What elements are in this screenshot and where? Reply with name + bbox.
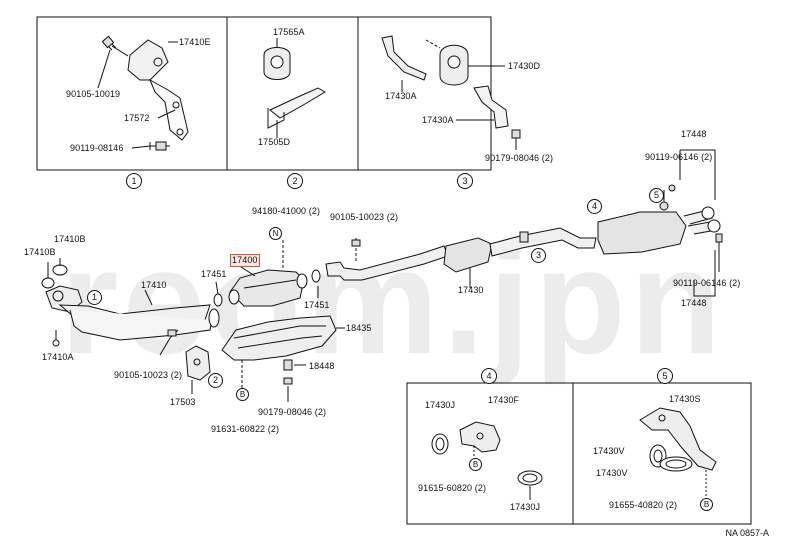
part-18435[interactable]: 18435	[346, 323, 372, 333]
part-17430J-upper[interactable]: 17430J	[425, 400, 456, 410]
top-inset-frame	[36, 16, 492, 171]
part-17430V-upper[interactable]: 17430V	[593, 446, 625, 456]
tail-muffler-drawing	[597, 149, 723, 297]
part-90119-08146[interactable]: 90119-08146	[70, 143, 124, 153]
part-17505D[interactable]: 17505D	[258, 137, 291, 147]
bracket-detail-5-drawing	[639, 407, 717, 496]
part-17410B-lower[interactable]: 17410B	[24, 247, 56, 257]
part-17400-highlighted[interactable]: 17400	[230, 254, 260, 267]
inset-1-marker: 1	[126, 173, 142, 189]
part-17430D[interactable]: 17430D	[508, 61, 541, 71]
part-17451-right[interactable]: 17451	[304, 300, 330, 310]
part-17410E[interactable]: 17410E	[179, 37, 211, 47]
part-91615-60820[interactable]: 91615-60820 (2)	[418, 483, 487, 493]
callout-2: 2	[208, 373, 223, 388]
part-90179-08046-bottom[interactable]: 90179-08046 (2)	[258, 407, 327, 417]
part-17430S[interactable]: 17430S	[669, 394, 701, 404]
manifold-stay-drawing	[97, 35, 189, 151]
inset-5-marker: 5	[657, 368, 673, 384]
callout-4: 4	[587, 199, 602, 214]
part-17572[interactable]: 17572	[124, 113, 150, 123]
part-90105-10019[interactable]: 90105-10019	[66, 89, 121, 99]
callout-1: 1	[87, 290, 102, 305]
part-17448-right[interactable]: 17448	[681, 298, 707, 308]
part-91631-60822[interactable]: 91631-60822 (2)	[211, 424, 280, 434]
marker-b-3: B	[700, 498, 713, 511]
inset-3-marker: 3	[457, 173, 473, 189]
clamp-drawing	[283, 359, 306, 402]
part-17430V-lower[interactable]: 17430V	[596, 468, 628, 478]
part-90119-06146-right[interactable]: 90119-06146 (2)	[673, 278, 741, 288]
part-17430J-lower[interactable]: 17430J	[510, 502, 541, 512]
part-17565A[interactable]: 17565A	[273, 27, 305, 37]
part-17430A-lower[interactable]: 17430A	[422, 115, 454, 125]
part-17410A[interactable]: 17410A	[42, 352, 74, 362]
part-17410[interactable]: 17410	[141, 280, 167, 290]
part-91655-40820[interactable]: 91655-40820 (2)	[609, 500, 678, 510]
marker-b-1: B	[236, 388, 249, 401]
part-90105-10023-top[interactable]: 90105-10023 (2)	[330, 212, 399, 222]
inset-4-marker: 4	[481, 368, 497, 384]
hanger-bracket-drawing	[263, 38, 326, 138]
part-90179-08046-top[interactable]: 90179-08046 (2)	[485, 153, 554, 163]
center-pipe-drawing	[325, 227, 597, 288]
part-18448[interactable]: 18448	[309, 361, 335, 371]
part-90105-10023-bottom[interactable]: 90105-10023 (2)	[114, 370, 183, 380]
inset-2-marker: 2	[287, 173, 303, 189]
part-17430A[interactable]: 17430A	[385, 91, 417, 101]
catalytic-converter-drawing	[213, 240, 321, 307]
callout-3: 3	[531, 248, 546, 263]
part-94180-41000[interactable]: 94180-41000 (2)	[252, 206, 321, 216]
part-17503[interactable]: 17503	[170, 397, 196, 407]
part-17430F[interactable]: 17430F	[488, 395, 520, 405]
part-17410B[interactable]: 17410B	[54, 234, 86, 244]
hanger-brackets-drawing	[381, 35, 521, 150]
marker-n: N	[269, 227, 282, 240]
callout-5: 5	[649, 188, 664, 203]
part-17448-top[interactable]: 17448	[681, 129, 707, 139]
front-pipe-drawing	[41, 258, 220, 356]
marker-b-2: B	[469, 458, 482, 471]
part-17451-left[interactable]: 17451	[201, 269, 227, 279]
diagram-reference-code: NA 0857-A	[725, 528, 769, 538]
heat-insulator-drawing	[221, 315, 345, 388]
stay-drawing	[185, 345, 211, 394]
part-90119-06146-top[interactable]: 90119-06146 (2)	[645, 152, 713, 162]
part-17430[interactable]: 17430	[458, 285, 484, 295]
